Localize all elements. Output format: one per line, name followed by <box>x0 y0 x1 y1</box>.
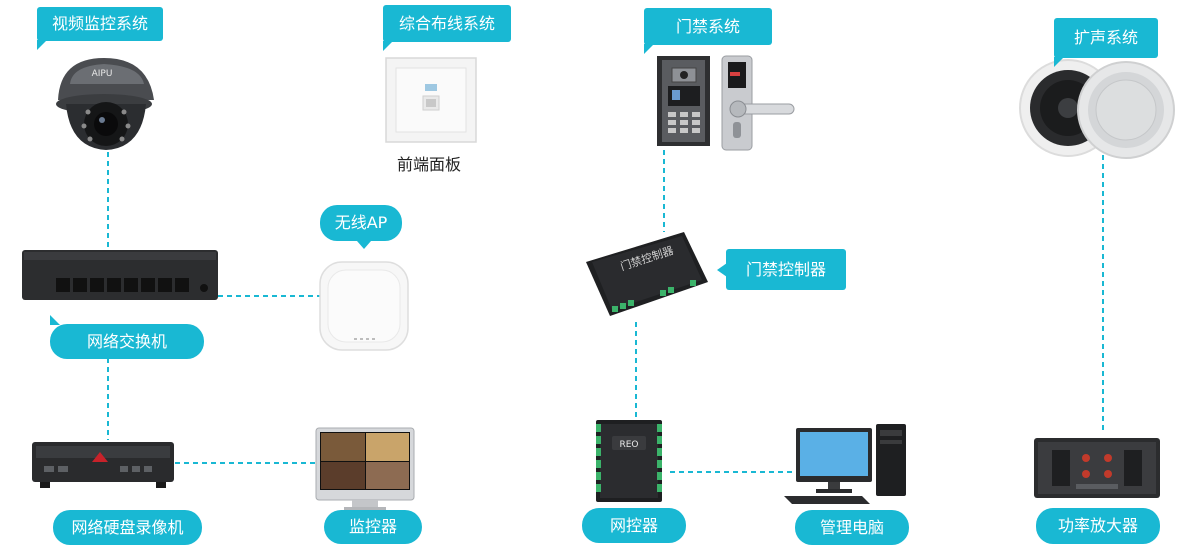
access-controller-icon: 门禁控制器 <box>586 232 708 316</box>
power-amplifier-icon <box>1034 438 1160 498</box>
wireless-ap-label: 无线AP <box>320 205 402 249</box>
network-switch-icon <box>22 250 218 300</box>
ceiling-speaker-icon <box>1019 59 1175 159</box>
pa-system-label: 扩声系统 <box>1054 18 1158 67</box>
mgmt-pc-label: 管理电脑 <box>795 510 909 545</box>
amplifier-label: 功率放大器 <box>1036 508 1160 544</box>
net-controller-label: 网控器 <box>582 508 686 543</box>
nvr-label: 网络硬盘录像机 <box>53 510 202 545</box>
controller-brand: REO <box>619 440 638 450</box>
door-lock-icon <box>721 55 795 151</box>
dome-camera-icon: AIPU <box>56 58 154 150</box>
connection-lines <box>107 150 1104 473</box>
access-controller-label: 门禁控制器 <box>717 249 846 290</box>
nvr-icon <box>32 442 174 488</box>
monitor-label: 监控器 <box>324 510 422 544</box>
wall-panel-icon <box>385 57 477 143</box>
front-panel-label: 前端面板 <box>397 155 462 174</box>
desktop-pc-icon <box>784 424 906 504</box>
switch-label: 网络交换机 <box>50 315 204 359</box>
door-intercom-icon <box>657 56 710 146</box>
net-controller-icon: REO <box>596 420 662 502</box>
camera-brand: AIPU <box>92 69 113 79</box>
access-system-label: 门禁系统 <box>644 8 772 54</box>
imac-monitor-icon <box>315 427 415 510</box>
wireless-ap-icon <box>319 261 409 351</box>
video-system-label: 视频监控系统 <box>37 7 163 50</box>
cabling-system-label: 综合布线系统 <box>383 5 511 51</box>
